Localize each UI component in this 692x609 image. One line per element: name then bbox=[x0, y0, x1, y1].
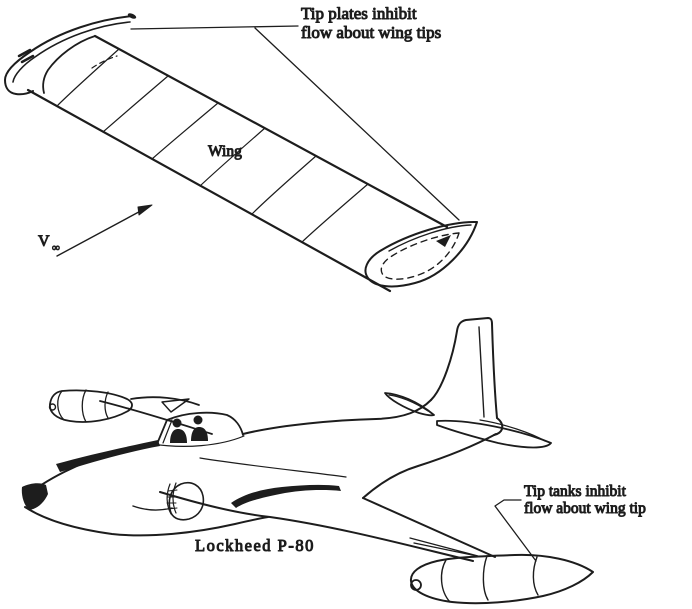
velocity-arrow bbox=[56, 204, 153, 257]
antiglare-panel bbox=[56, 440, 160, 472]
aircraft-drawing: Tip tanks inhibit flow about wing tip Lo… bbox=[21, 317, 647, 605]
fuselage-bottom bbox=[24, 506, 269, 537]
wing-leading-edge bbox=[93, 34, 449, 229]
tip-plate-right-flow-dashes bbox=[380, 232, 460, 280]
tip-plates-label-line2: flow about wing tips bbox=[301, 23, 441, 42]
canopy bbox=[151, 411, 245, 447]
tip-tanks-label-line2: flow about wing tip bbox=[524, 500, 646, 517]
right-wing-trailing-edge bbox=[362, 497, 496, 558]
horizontal-stabilizer-right bbox=[436, 419, 552, 449]
fuselage bbox=[21, 399, 504, 537]
tip-plates-label-line1: Tip plates inhibit bbox=[301, 4, 417, 23]
tip-plate-left bbox=[4, 13, 137, 96]
tip-tanks-leader-line bbox=[494, 499, 537, 562]
left-tip-tank bbox=[48, 389, 133, 423]
tail-cone bbox=[493, 417, 504, 436]
air-intake bbox=[132, 481, 205, 521]
fuselage-spine bbox=[242, 399, 432, 435]
aft-underside bbox=[362, 433, 497, 499]
horizontal-stabilizer-left bbox=[384, 392, 435, 417]
wing-trailing-edge bbox=[26, 88, 392, 293]
nose-dark-patch bbox=[21, 483, 48, 510]
tip-tanks-label-line1: Tip tanks inhibit bbox=[524, 483, 627, 500]
tip-plate-left-tip bbox=[127, 13, 137, 19]
leader-to-right-plate bbox=[254, 27, 460, 221]
vertical-fin bbox=[430, 317, 498, 419]
velocity-arrowhead bbox=[137, 204, 153, 216]
right-tip-tank bbox=[409, 553, 594, 605]
velocity-subscript: ∞ bbox=[52, 242, 60, 254]
wing-label: Wing bbox=[208, 143, 242, 160]
right-tank-nose bbox=[410, 579, 422, 591]
wing-root-shading bbox=[231, 484, 341, 508]
pilot-silhouettes bbox=[170, 415, 208, 443]
wing-diagram: Tip plates inhibit flow about wing tips … bbox=[4, 4, 478, 293]
wing-root-end-curve bbox=[42, 35, 96, 94]
tip-plates-leader-lines bbox=[130, 25, 460, 221]
wing-chord-lines bbox=[56, 48, 369, 243]
fairing-line bbox=[199, 457, 347, 478]
rudder-line bbox=[478, 326, 485, 418]
left-tank-nose bbox=[48, 403, 57, 411]
tip-plate-right bbox=[364, 220, 478, 288]
velocity-symbol: V bbox=[38, 233, 50, 250]
aileron-line bbox=[409, 537, 479, 557]
right-wing bbox=[159, 484, 496, 562]
aircraft-caption: Lockheed P-80 bbox=[195, 536, 315, 555]
leader-to-left-plate bbox=[130, 25, 299, 30]
flow-arrowhead bbox=[436, 235, 451, 247]
right-wing-leading-edge bbox=[159, 491, 474, 562]
wing-surface bbox=[26, 34, 449, 293]
